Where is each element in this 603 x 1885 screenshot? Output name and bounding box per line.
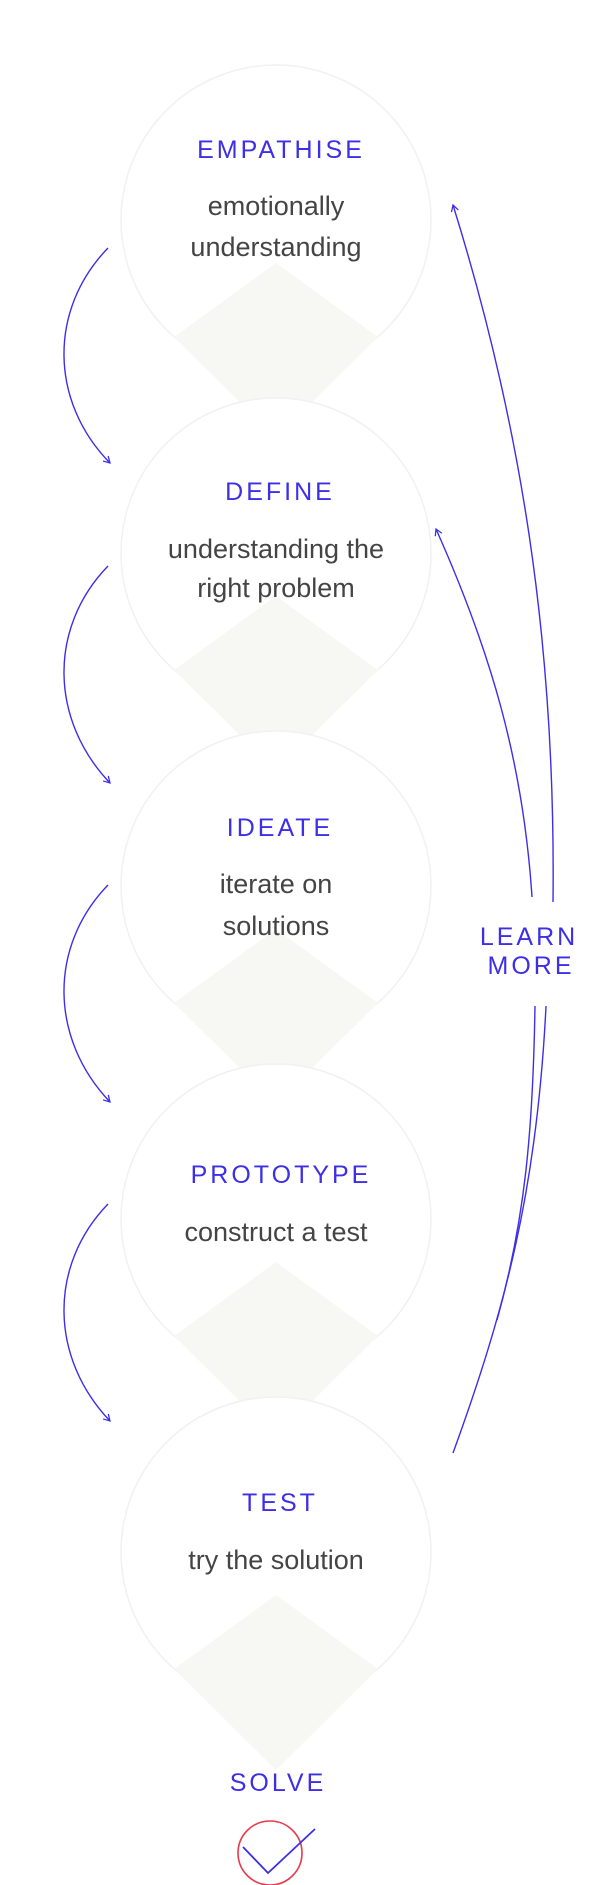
arrow-define-to-ideate <box>63 565 111 784</box>
stage-empathise: EMPATHISE emotionally understanding <box>120 64 432 438</box>
stage-diamond <box>174 1262 378 1437</box>
stage-ideate: IDEATE iterate on solutions <box>120 730 432 1104</box>
stage-description-line-1: emotionally <box>208 191 345 221</box>
stage-description-line-1: understanding the <box>168 534 384 564</box>
stage-title: TEST <box>242 1489 318 1517</box>
arrow-test-to-learn-more <box>452 1005 547 1454</box>
stage-test: TEST try the solution <box>120 1396 432 1770</box>
stage-diamond <box>174 596 378 771</box>
feedback-arrows <box>434 203 554 1454</box>
arrow-ideate-to-prototype <box>63 884 111 1103</box>
stage-description-line-2: right problem <box>197 573 355 603</box>
arrow-empathise-to-define <box>63 247 111 464</box>
stage-description-line-2: solutions <box>223 911 330 941</box>
stage-description-line-2: understanding <box>190 232 361 262</box>
stage-define: DEFINE understanding the right problem <box>120 397 432 771</box>
stage-title: EMPATHISE <box>197 136 365 164</box>
arrow-prototype-to-test <box>63 1203 111 1422</box>
stage-title: PROTOTYPE <box>191 1161 372 1189</box>
stage-diamond <box>174 1595 378 1770</box>
arrow-learn-more-to-prototype <box>496 1005 536 1321</box>
solve-section: SOLVE <box>230 1769 327 1885</box>
checkmark-in-circle-icon <box>237 1820 316 1885</box>
stage-description-line-1: iterate on <box>220 869 333 899</box>
arrow-learn-more-to-define <box>434 527 533 898</box>
stage-description-line-1: try the solution <box>188 1545 364 1575</box>
stage-title: IDEATE <box>227 814 333 842</box>
stage-description-line-1: construct a test <box>184 1217 368 1247</box>
stage-diamond <box>174 263 378 438</box>
learn-more-label[interactable]: LEARN MORE <box>480 923 578 980</box>
learn-more-line-1: LEARN <box>480 923 578 951</box>
stage-diamond <box>174 929 378 1104</box>
arrow-learn-more-to-empathise <box>450 203 554 903</box>
stage-title: DEFINE <box>225 478 335 506</box>
progression-arrows <box>63 247 111 1422</box>
learn-more-line-2: MORE <box>488 952 575 980</box>
solve-label: SOLVE <box>230 1769 327 1797</box>
stage-prototype: PROTOTYPE construct a test <box>120 1063 432 1437</box>
